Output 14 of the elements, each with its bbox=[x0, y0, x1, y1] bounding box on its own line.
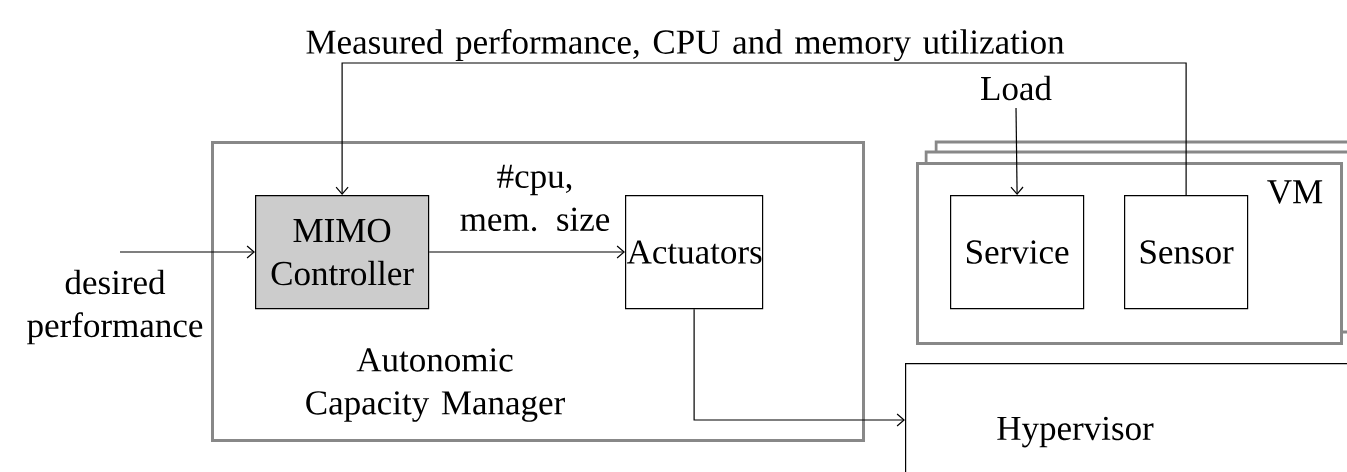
arrow bbox=[335, 62, 1187, 196]
arrow bbox=[693, 308, 905, 427]
block-box: Hypervisor bbox=[905, 363, 1347, 472]
edge-label: Measured performance, CPU and memory utilization bbox=[306, 28, 1065, 62]
edge-label: Load bbox=[981, 75, 1052, 101]
block-box: Actuators bbox=[625, 195, 764, 310]
controller-box: MIMO Controller bbox=[255, 195, 430, 310]
block-box: Sensor bbox=[1124, 195, 1249, 310]
block-box: Service bbox=[950, 195, 1085, 310]
arrow bbox=[1010, 107, 1024, 195]
arrow bbox=[119, 245, 255, 259]
edge-label: desired performance bbox=[27, 269, 203, 345]
edge-label: #cpu, mem. size bbox=[460, 164, 610, 232]
arrow bbox=[428, 245, 625, 259]
